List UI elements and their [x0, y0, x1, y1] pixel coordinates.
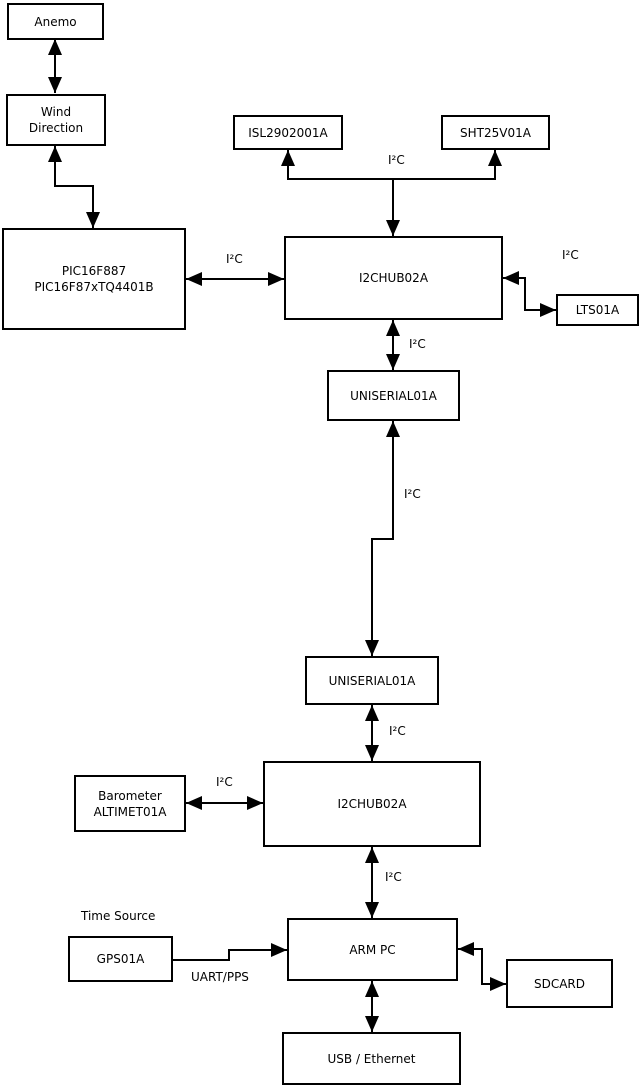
edge-hub1-lts [503, 271, 556, 317]
edge-label-i2c-uniserial-link: I²C [404, 487, 421, 501]
edge-label-uart-pps: UART/PPS [191, 970, 249, 984]
node-uniserial01a-2-label: UNISERIAL01A [328, 673, 416, 688]
edge-armpc-sdcard [458, 942, 506, 991]
node-i2chub02a-1-label: I2CHUB02A [358, 271, 429, 285]
edge-label-i2c-hub1-uniserial1: I²C [409, 337, 426, 351]
node-uniserial01a-2: UNISERIAL01A [305, 656, 439, 705]
node-pic16f887-label-line2: PIC16F87xTQ4401B [34, 280, 154, 294]
node-pic16f887-label-line1: PIC16F887 [61, 264, 127, 278]
node-isl2902001a-label: ISL2902001A [248, 125, 328, 140]
node-gps01a-label: GPS01A [96, 952, 145, 966]
node-lts01a: LTS01A [556, 294, 639, 326]
edge-label-i2c-barometer-hub2: I²C [216, 775, 233, 789]
node-barometer-label-line2: ALTIMET01A [93, 804, 167, 819]
edge-label-i2c-pic-hub1: I²C [226, 252, 243, 266]
node-sdcard: SDCARD [506, 959, 613, 1008]
node-sht25v01a-label: SHT25V01A [460, 125, 531, 140]
edge-label-time-source: Time Source [81, 909, 156, 923]
node-gps01a: GPS01A [68, 936, 173, 982]
node-arm-pc: ARM PC [287, 918, 458, 981]
node-wind-direction-label-line1: Wind [40, 105, 72, 119]
node-i2chub02a-2: I2CHUB02A [263, 761, 481, 847]
edge-isl-sht-bus [281, 150, 502, 180]
node-usb-ethernet-label: USB / Ethernet [327, 1051, 416, 1066]
node-lts01a-label: LTS01A [575, 303, 620, 317]
node-barometer-altimet01a: Barometer ALTIMET01A [74, 775, 186, 832]
node-wind-direction: Wind Direction [6, 94, 106, 146]
edge-label-i2c-hub1-lts: I²C [562, 248, 579, 262]
node-anemo: Anemo [7, 3, 104, 40]
node-anemo-label: Anemo [34, 14, 77, 29]
edge-label-i2c-hub2-armpc: I²C [385, 870, 402, 884]
edge-label-i2c-isl-sht: I²C [388, 153, 405, 167]
node-i2chub02a-2-label: I2CHUB02A [337, 797, 407, 811]
edge-label-i2c-uniserial2-hub2: I²C [389, 724, 406, 738]
node-i2chub02a-1: I2CHUB02A [284, 236, 503, 320]
node-isl2902001a: ISL2902001A [233, 115, 343, 150]
node-sht25v01a: SHT25V01A [441, 115, 550, 150]
node-arm-pc-label: ARM PC [349, 942, 396, 957]
node-uniserial01a-1: UNISERIAL01A [327, 370, 460, 421]
edge-uniserial1-uniserial2 [365, 421, 400, 656]
edge-wind-pic [48, 146, 100, 228]
node-pic16f887: PIC16F887 PIC16F87xTQ4401B [2, 228, 186, 330]
edge-gps-armpc [173, 943, 287, 961]
node-usb-ethernet: USB / Ethernet [282, 1032, 461, 1085]
node-uniserial01a-1-label: UNISERIAL01A [350, 388, 437, 403]
node-sdcard-label: SDCARD [533, 976, 586, 991]
node-wind-direction-label-line2: Direction [28, 121, 84, 135]
node-barometer-label-line1: Barometer [98, 788, 162, 803]
